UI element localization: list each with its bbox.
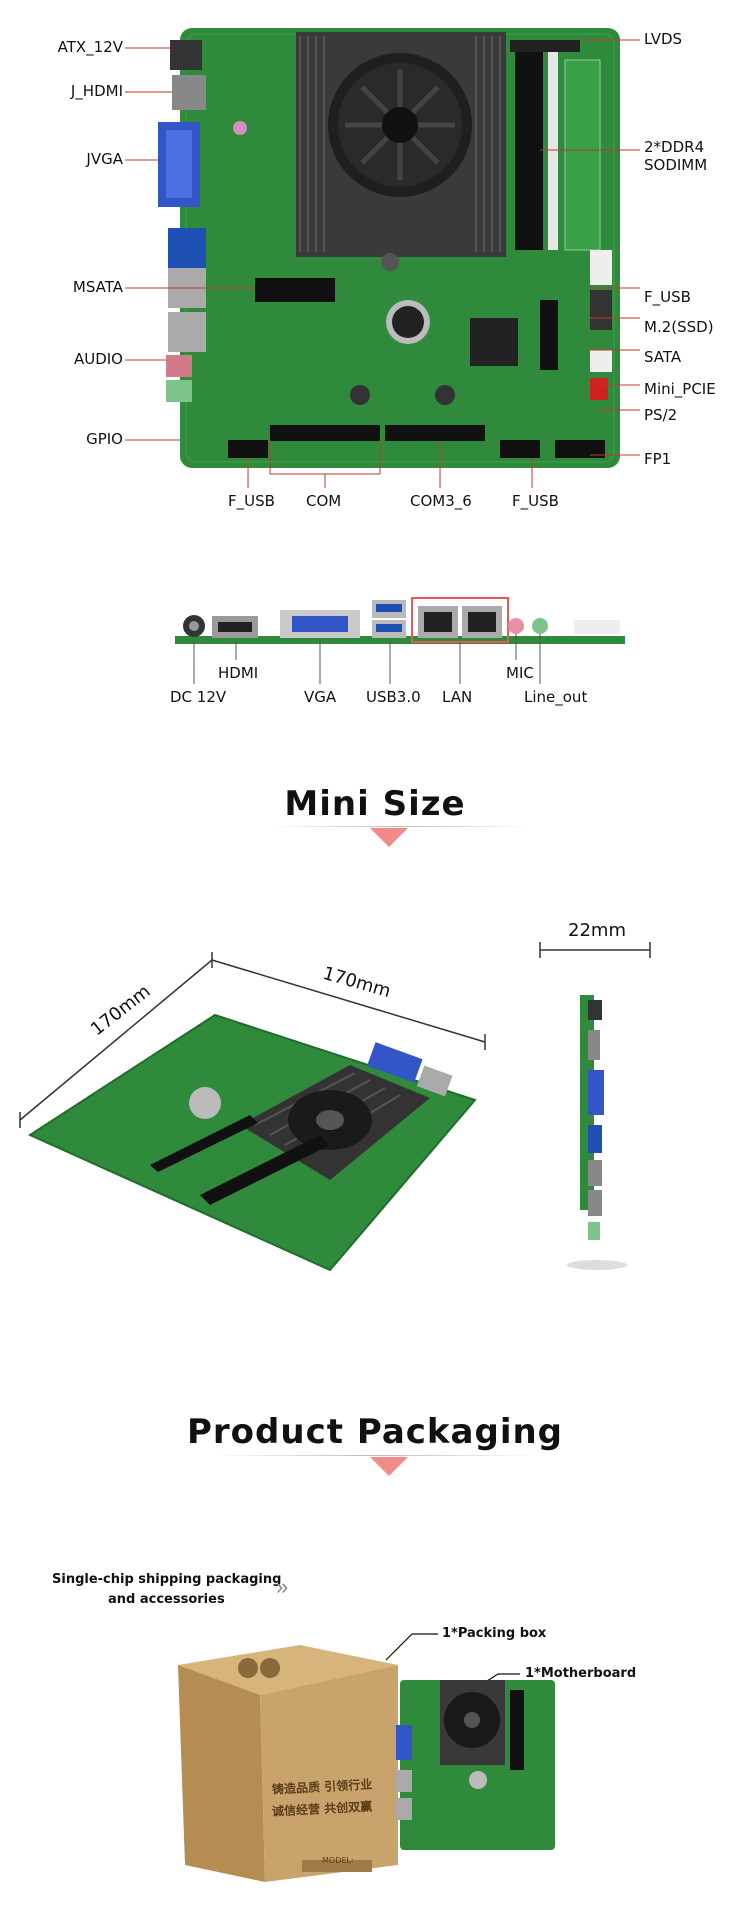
label-gpio: GPIO	[86, 430, 123, 448]
board-perspective-image	[19, 942, 651, 1272]
packaging-note-line2: and accessories	[108, 1592, 225, 1607]
label-jvga: JVGA	[86, 150, 123, 168]
label-com: COM	[306, 492, 342, 510]
label-lan: LAN	[442, 688, 473, 706]
label-dc-12v: DC 12V	[170, 688, 227, 706]
chevron-right-icon: »	[276, 1574, 289, 1599]
label-lvds: LVDS	[644, 30, 683, 48]
packaging-triangle-icon	[370, 1457, 408, 1476]
label-f-usb-bottom-left: F_USB	[228, 492, 275, 510]
label-hdmi: HDMI	[218, 664, 259, 682]
mini-size-divider	[270, 826, 530, 827]
label-ps2: PS/2	[644, 406, 678, 424]
packaging-divider	[210, 1455, 540, 1456]
packaging-view: 1*Packing box 1*Motherboard 铸造品质 引领行业 诚信…	[0, 1620, 750, 1912]
mini-size-view: 170mm 170mm 22mm	[0, 920, 750, 1320]
io-panel-view: HDMI DC 12V VGA USB3.0 LAN MIC Line_out	[0, 580, 750, 720]
label-sodimm: SODIMM	[644, 156, 708, 174]
packing-box-label: 1*Packing box	[442, 1626, 547, 1641]
label-ddr4: 2*DDR4	[644, 138, 705, 156]
label-mic: MIC	[506, 664, 534, 682]
label-f-usb-right: F_USB	[644, 288, 691, 306]
label-atx-12v: ATX_12V	[57, 38, 123, 56]
label-f-usb-bottom-right: F_USB	[512, 492, 559, 510]
label-audio: AUDIO	[73, 350, 123, 368]
motherboard-top-image	[125, 28, 640, 488]
label-m2-ssd: M.2(SSD)	[644, 318, 714, 336]
packaging-note-line1: Single-chip shipping packaging	[52, 1572, 282, 1587]
label-fp1: FP1	[644, 450, 672, 468]
mini-size-triangle-icon	[370, 828, 408, 847]
mini-size-heading: Mini Size	[284, 784, 466, 824]
board-top-view: ATX_12V J_HDMI JVGA MSATA AUDIO GPIO LVD…	[0, 0, 750, 520]
label-vga: VGA	[304, 688, 337, 706]
label-com3-6: COM3_6	[410, 492, 472, 510]
box-model-label: MODEL:	[322, 1856, 354, 1865]
label-msata: MSATA	[72, 278, 123, 296]
motherboard-label: 1*Motherboard	[525, 1666, 637, 1681]
packaging-image	[178, 1633, 555, 1882]
dim-height-label: 22mm	[568, 920, 626, 941]
packaging-heading: Product Packaging	[186, 1412, 564, 1452]
label-mini-pcie: Mini_PCIE	[644, 380, 716, 398]
io-panel-image	[175, 597, 625, 684]
label-usb3: USB3.0	[366, 688, 421, 706]
label-line-out: Line_out	[524, 688, 588, 706]
label-sata: SATA	[644, 348, 682, 366]
label-j-hdmi: J_HDMI	[70, 82, 123, 100]
